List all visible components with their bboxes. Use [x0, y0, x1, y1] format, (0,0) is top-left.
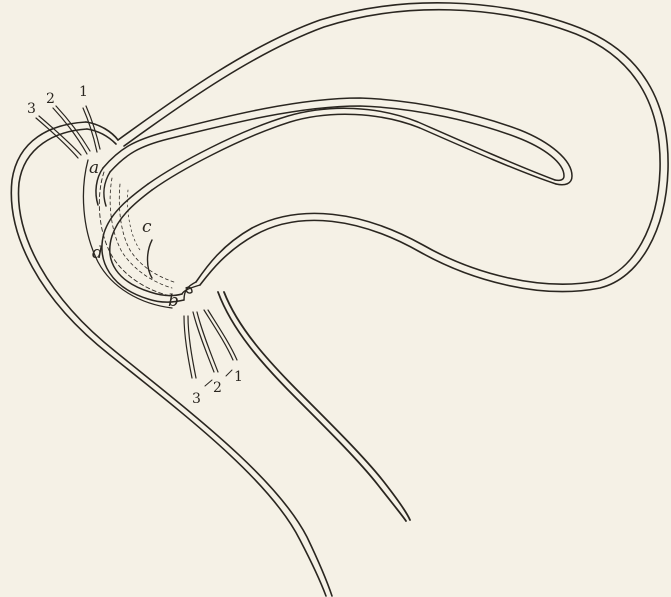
large-outer-loop [118, 3, 668, 292]
label-b: b [168, 291, 179, 311]
inner-fold-lower [102, 184, 184, 302]
label-top-2: 2 [46, 91, 55, 107]
label-d: d [92, 243, 103, 263]
right-outer-wall [218, 292, 410, 521]
label-bottom-3: 3 [192, 391, 201, 407]
labels: 3 2 1 a c d b 3 2 1 [27, 84, 243, 407]
label-bottom-2: 2 [213, 380, 222, 396]
label-bottom-1: 1 [234, 369, 243, 385]
left-outer-wall [11, 122, 332, 596]
upper-neck [86, 122, 118, 144]
lower-leader-lines [184, 310, 237, 378]
label-c: c [142, 217, 152, 237]
label-top-1: 1 [79, 84, 88, 100]
label-top-3: 3 [27, 101, 36, 117]
label-a: a [89, 158, 99, 178]
